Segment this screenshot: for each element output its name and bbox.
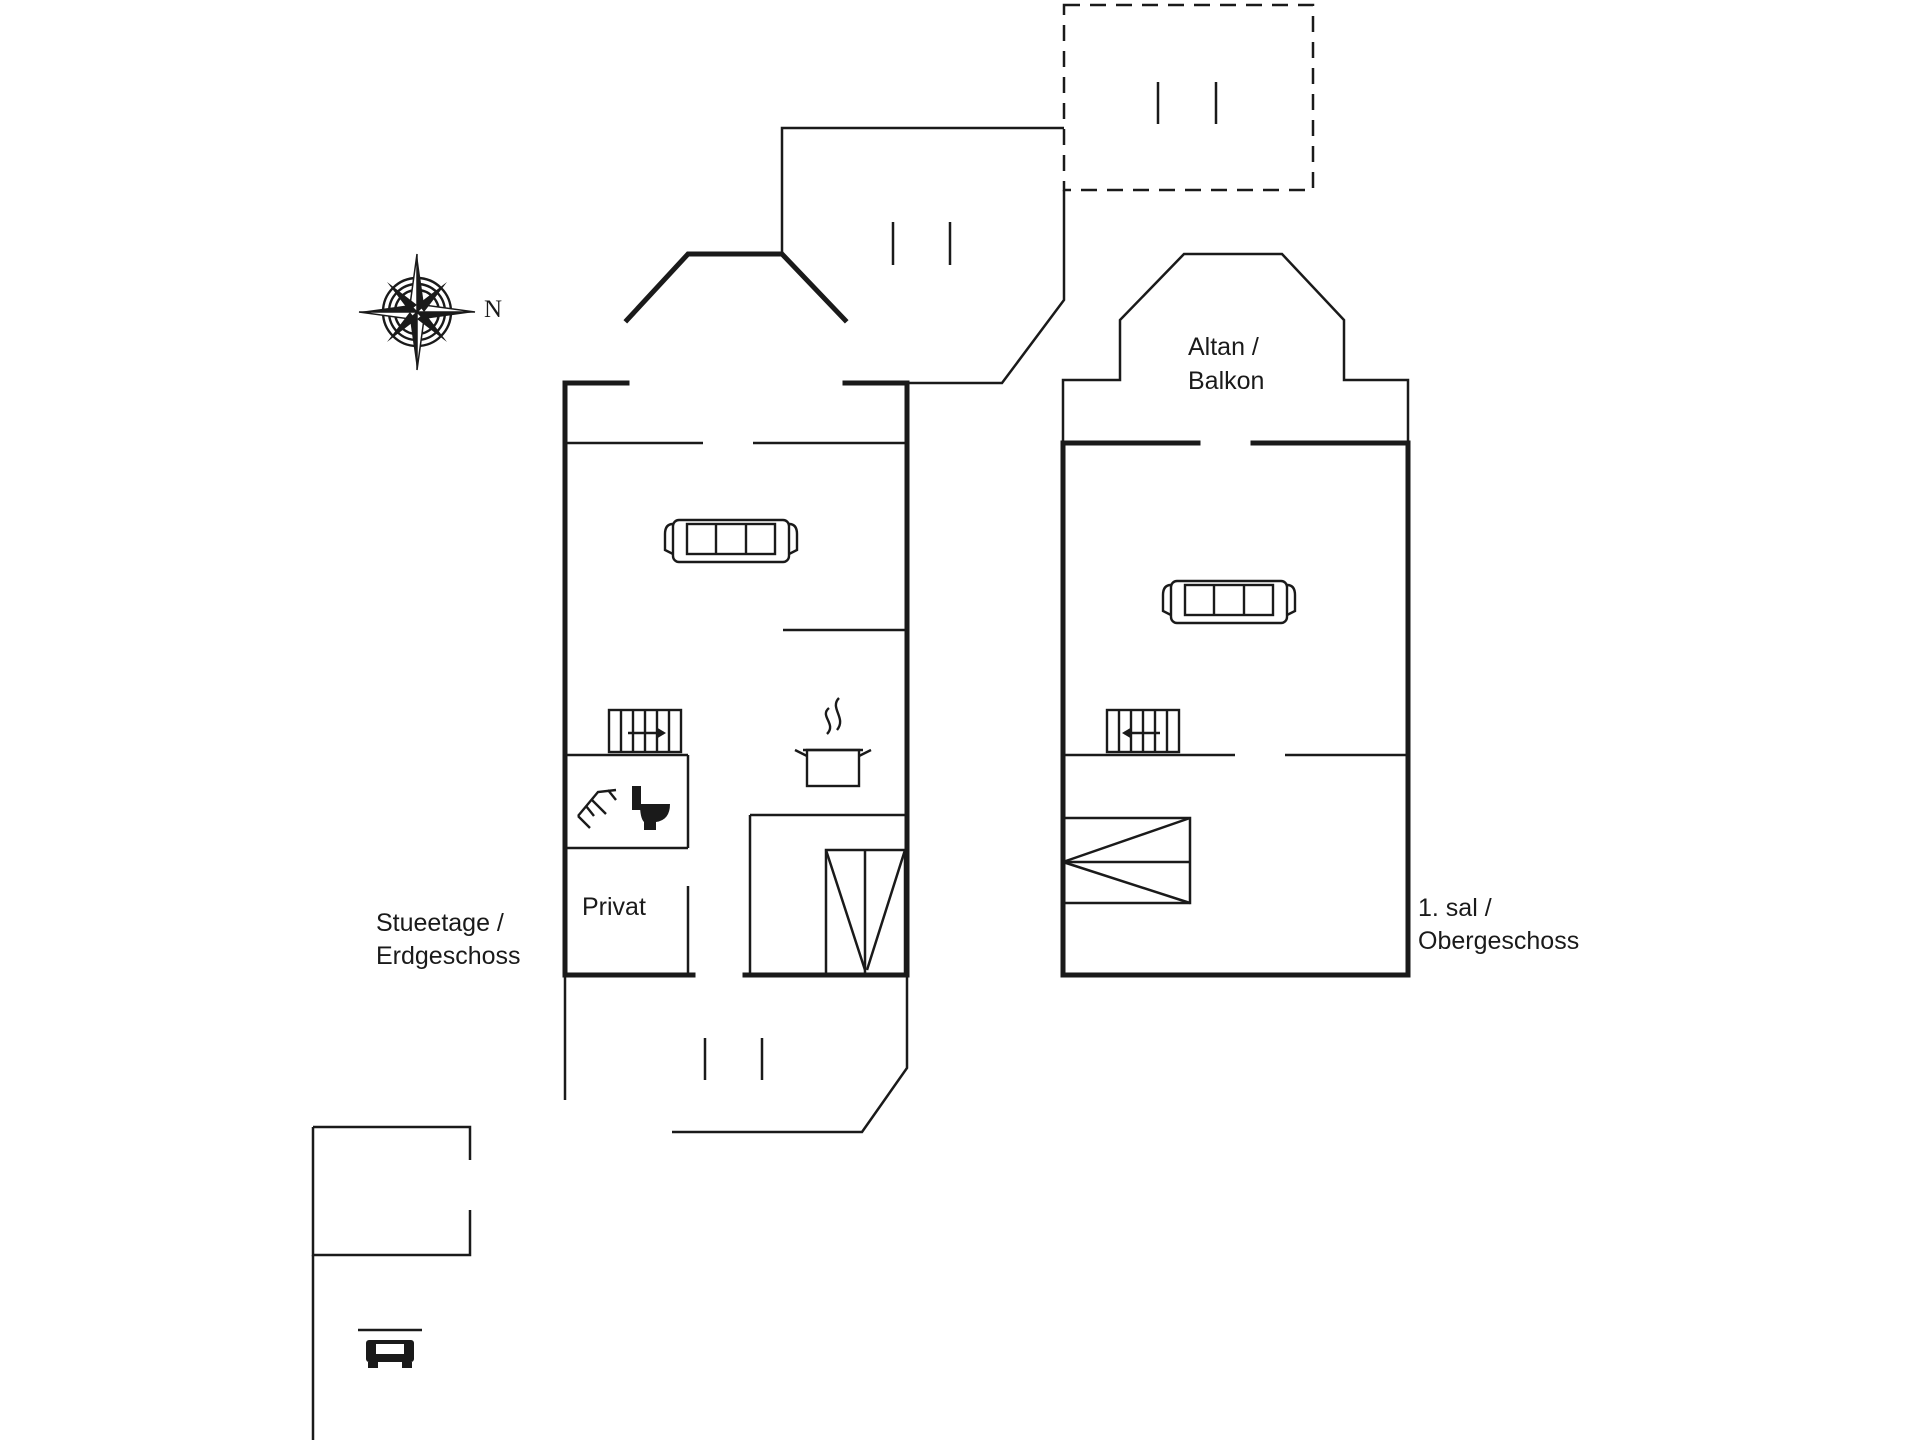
private-room-label: Privat bbox=[582, 893, 646, 921]
sofa-icon bbox=[1161, 579, 1297, 625]
upper-floor-plan bbox=[1060, 252, 1411, 978]
balcony-label-line1: Altan / bbox=[1188, 333, 1259, 361]
balcony-label-line2: Balkon bbox=[1188, 367, 1264, 395]
ground-floor-label-line1: Stueetage / bbox=[376, 909, 504, 937]
upper-floor-label-line2: Obergeschoss bbox=[1418, 927, 1579, 955]
stairs-icon bbox=[607, 708, 683, 754]
sofa-icon bbox=[663, 518, 799, 564]
toilet-icon bbox=[632, 786, 670, 830]
shower-icon bbox=[577, 788, 617, 829]
roof-window bbox=[1062, 816, 1192, 905]
cooking-pot-icon bbox=[794, 697, 872, 788]
stairs-icon bbox=[1105, 708, 1181, 754]
ground-floor-label-line2: Erdgeschoss bbox=[376, 942, 521, 970]
carport bbox=[311, 1125, 472, 1440]
ground-floor-plan bbox=[562, 3, 1315, 1134]
car-icon bbox=[358, 1328, 422, 1368]
compass-rose-icon bbox=[358, 253, 476, 371]
upper-floor-label-line1: 1. sal / bbox=[1418, 894, 1492, 922]
wardrobe bbox=[824, 848, 907, 977]
north-label: N bbox=[484, 296, 502, 323]
